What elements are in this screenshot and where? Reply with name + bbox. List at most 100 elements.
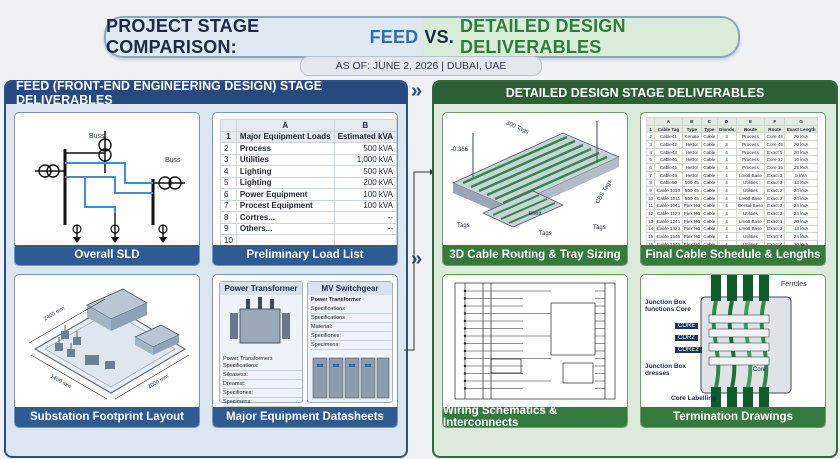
spec-line: Specifiones: bbox=[223, 389, 302, 398]
table-cell: Lighting bbox=[235, 176, 335, 189]
table-cell: 4 bbox=[716, 193, 737, 203]
table-cell: Cable43 bbox=[654, 147, 683, 157]
table-cell: 4 bbox=[716, 216, 737, 226]
table-cell: Power Equipment bbox=[235, 188, 335, 201]
ds1-sub: Power Transformers bbox=[223, 356, 273, 362]
feed-panel-heading: FEED (FRONT-END ENGINEERING DESIGN) STAG… bbox=[6, 79, 406, 107]
table-cell: 15 bbox=[645, 232, 656, 241]
table-cell: D bbox=[716, 117, 737, 126]
route-label-d: Tags bbox=[457, 223, 470, 229]
table-cell: 14 bbox=[645, 224, 656, 234]
table-cell: 4 bbox=[716, 170, 737, 180]
load-header-kva: Estimated kVA bbox=[333, 130, 397, 143]
table-cell: 24 kVA bbox=[784, 193, 818, 203]
table-cell: Exact 1 bbox=[764, 216, 786, 226]
table-cell: 100 kVA bbox=[333, 188, 397, 201]
wire-node bbox=[463, 349, 467, 353]
table-cell: Plex Hd bbox=[681, 232, 703, 241]
wiring-caption: Wiring Schematics & Interconnects bbox=[443, 405, 627, 427]
flow-connector bbox=[404, 169, 434, 351]
table-cell: Hettor bbox=[681, 140, 703, 149]
table-cell: -- bbox=[333, 211, 397, 224]
sld-bus-label-right: Buss bbox=[165, 157, 181, 164]
table-cell: 3 bbox=[716, 140, 737, 149]
wiring-card: Wiring Schematics & Interconnects bbox=[442, 274, 628, 428]
table-cell: Cable bbox=[701, 140, 718, 149]
table-cell: Lighting bbox=[235, 165, 335, 178]
table-cell: Process bbox=[735, 132, 766, 142]
route-label-g: Elliott bbox=[529, 211, 542, 217]
wire-node bbox=[463, 304, 467, 308]
table-cell: Cable 1323 bbox=[654, 224, 683, 234]
table-cell: Lmotl Base bbox=[735, 193, 766, 203]
spec-line: Specimens: bbox=[311, 341, 392, 350]
table-cell: Cable bbox=[701, 170, 718, 180]
spec-line: Specifiones: bbox=[311, 332, 392, 341]
cable-tray-3d bbox=[452, 121, 620, 228]
table-cell: C bbox=[701, 117, 718, 126]
spec-line: Specifications: bbox=[223, 362, 302, 371]
table-cell: 4 bbox=[716, 178, 737, 188]
table-cell: Exact 3 bbox=[764, 193, 786, 203]
term-core-2: COR2 bbox=[675, 335, 698, 341]
table-cell: 4 bbox=[716, 186, 737, 195]
table-cell: 500 kVA bbox=[333, 142, 397, 155]
spec-line: Dreamst: bbox=[223, 380, 302, 389]
datasheet-switchgear: MV Switchgear Power Transformer Specific… bbox=[307, 281, 393, 403]
table-cell: 200 kVA bbox=[333, 176, 397, 189]
table-cell: Exact Length bbox=[784, 124, 818, 134]
table-cell: 25 kVA bbox=[784, 163, 818, 172]
table-cell: 24 kVA bbox=[784, 201, 818, 211]
table-cell: Plex Hd bbox=[681, 216, 703, 226]
table-cell: Core 45 bbox=[764, 132, 786, 142]
table-cell: 3 bbox=[220, 153, 237, 166]
table-cell: Process bbox=[235, 142, 335, 155]
table-cell: 9 bbox=[645, 186, 656, 195]
table-cell: Exact 3 bbox=[764, 201, 786, 211]
table-cell: Plex Hd bbox=[681, 209, 703, 218]
table-cell: -- bbox=[333, 222, 397, 235]
substation-caption: Substation Footprint Layout bbox=[15, 407, 199, 427]
table-cell: 9 bbox=[220, 222, 237, 235]
table-cell: Plex Hd bbox=[681, 224, 703, 234]
wire-node bbox=[463, 372, 467, 375]
table-cell: 500 45 bbox=[681, 193, 703, 203]
table-cell: Utilities bbox=[735, 209, 766, 218]
table-cell: Process bbox=[735, 155, 766, 165]
wire-node bbox=[463, 379, 467, 383]
termination-drawing bbox=[700, 275, 792, 407]
wire-node bbox=[463, 312, 467, 315]
table-cell: Exact 3 bbox=[764, 170, 786, 180]
datasheet-transformer: Power Transformer Power Transformers Spe… bbox=[219, 281, 303, 407]
table-cell: Exact 5 bbox=[764, 147, 786, 157]
table-cell: 20 kVA bbox=[784, 216, 818, 226]
table-cell: Cable 1123 bbox=[654, 209, 683, 218]
table-cell: Cable bbox=[701, 216, 718, 226]
table-row: 10 bbox=[220, 234, 397, 247]
table-cell: 500 45 bbox=[681, 186, 703, 195]
wiring-schematic bbox=[454, 282, 616, 400]
table-cell: E bbox=[735, 117, 766, 126]
switchgear-icon bbox=[312, 357, 390, 399]
table-cell: 5 bbox=[220, 176, 237, 189]
table-cell: Utilities bbox=[235, 153, 335, 166]
wire-node bbox=[463, 387, 467, 390]
table-cell: Process bbox=[735, 163, 766, 172]
detail-panel: DETAILED DESIGN STAGE DELIVERABLES -0.36… bbox=[432, 80, 838, 458]
load-header-name: Major Equipment Loads bbox=[235, 130, 335, 143]
